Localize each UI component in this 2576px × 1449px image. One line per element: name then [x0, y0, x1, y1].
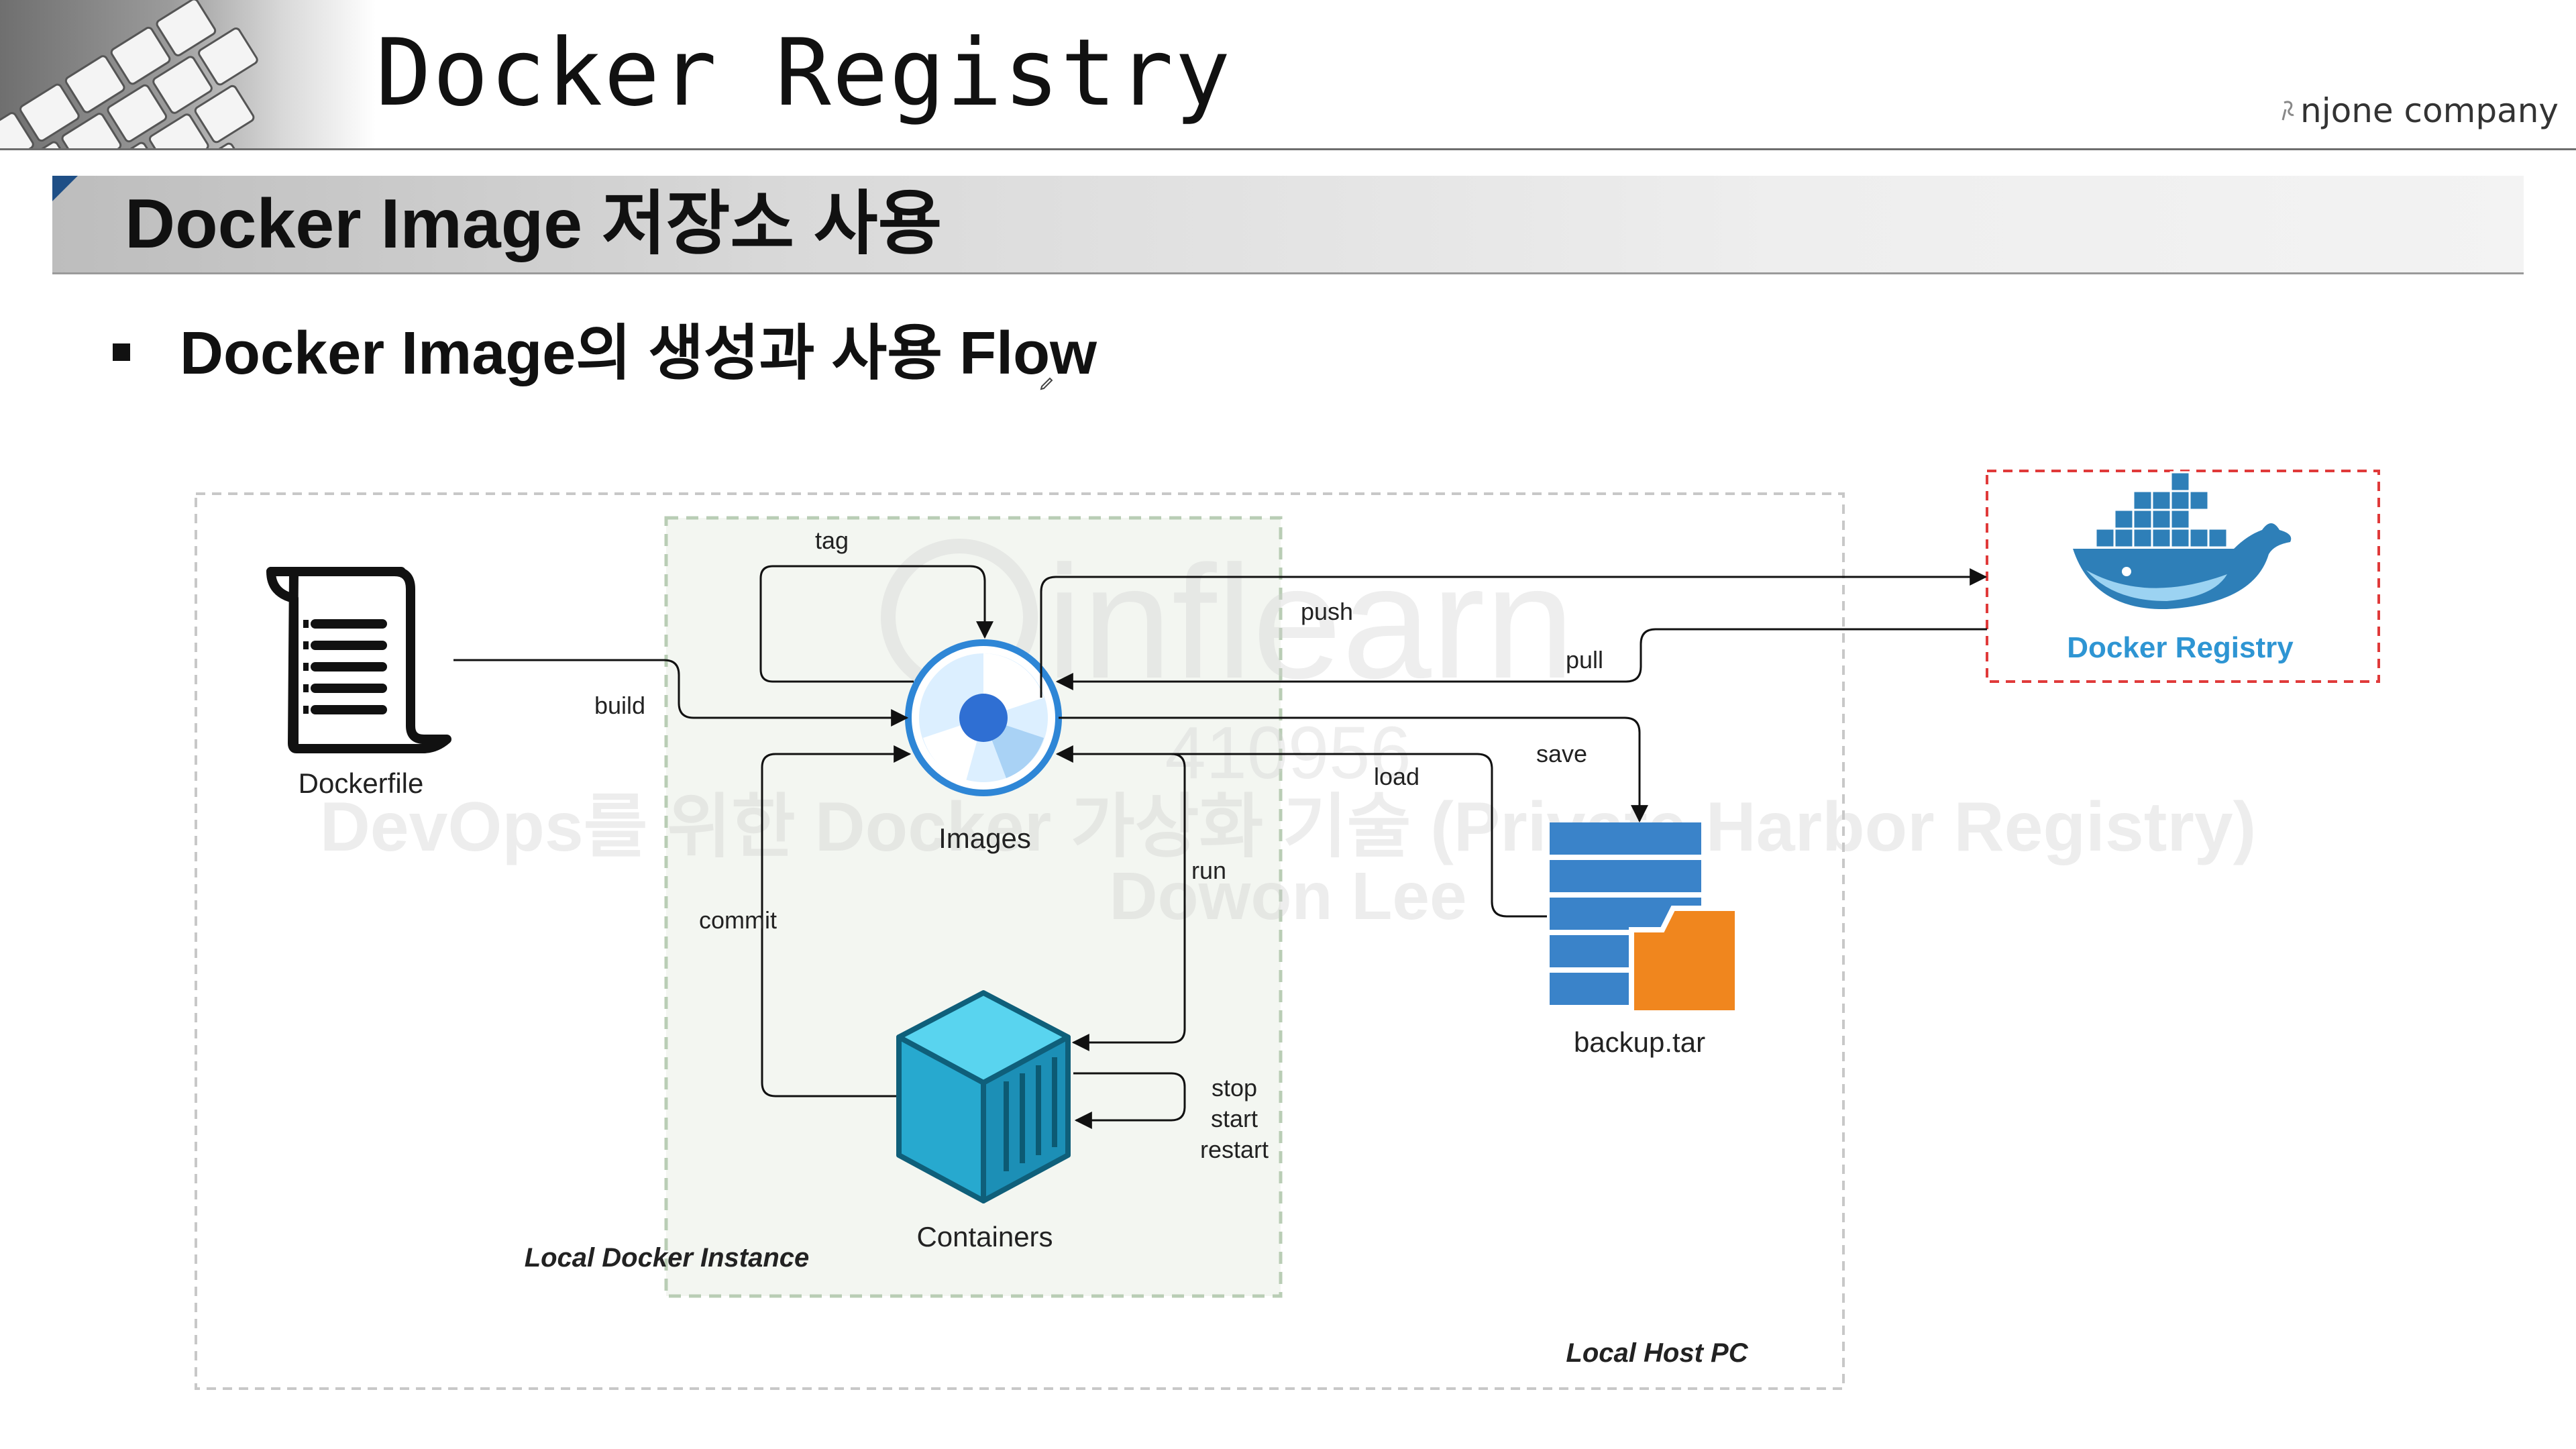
- commit-label: commit: [699, 906, 777, 934]
- header-divider: [0, 148, 2576, 150]
- load-edge: [1055, 745, 1547, 918]
- pull-edge: [1055, 628, 1987, 690]
- brand-name: njone company: [2300, 91, 2559, 130]
- docker-whale-icon: [2073, 471, 2292, 610]
- backup-stack-icon: [1550, 822, 1740, 1016]
- run-label: run: [1191, 857, 1226, 884]
- tag-edge: [759, 565, 994, 683]
- keyboard-image: [0, 0, 376, 149]
- containers-cube-icon: [896, 990, 1071, 1203]
- pull-label: pull: [1566, 646, 1603, 674]
- start-label: start: [1211, 1105, 1258, 1132]
- brand-mark-icon: [2282, 101, 2294, 121]
- build-edge: [453, 659, 909, 727]
- load-label: load: [1374, 763, 1419, 790]
- push-label: push: [1301, 598, 1353, 625]
- commit-edge: [761, 745, 912, 1097]
- section-corner-mark: [52, 176, 78, 201]
- stop-label: stop: [1212, 1074, 1257, 1102]
- bullet-text: Docker Image의 생성과 사용 Flow: [180, 320, 1097, 387]
- restart-label: restart: [1200, 1136, 1269, 1163]
- watermark-course: DevOps를 위한 Docker 가상화 기술 (Private Harbor…: [320, 788, 2257, 866]
- header-title: Docker Registry: [376, 19, 1232, 127]
- tag-label: tag: [815, 527, 849, 554]
- registry-label: Docker Registry: [2067, 631, 2294, 664]
- slide-header: Docker Registry njone company: [0, 0, 2576, 149]
- dockerfile-label: Dockerfile: [299, 767, 424, 799]
- section-divider: [52, 272, 2524, 274]
- pen-cursor-icon: [1040, 377, 1053, 390]
- run-edge: [1057, 753, 1186, 1051]
- dockerfile-scroll-icon: [266, 567, 451, 753]
- section-title: Docker Image 저장소 사용: [125, 185, 943, 263]
- backup-label: backup.tar: [1574, 1026, 1705, 1058]
- save-edge: [1059, 716, 1648, 823]
- dockerfile-bullets: [303, 620, 309, 714]
- brand-logo: njone company: [2280, 91, 2559, 130]
- containers-label: Containers: [916, 1221, 1053, 1252]
- images-disc-icon: [905, 639, 1062, 796]
- section-title-bar: [52, 176, 2524, 272]
- local-docker-instance-label: Local Docker Instance: [525, 1243, 810, 1273]
- images-label: Images: [938, 822, 1031, 854]
- lifecycle-edge: [1073, 1072, 1186, 1129]
- push-edge: [1040, 568, 1988, 698]
- save-label: save: [1536, 740, 1587, 767]
- local-host-pc-label: Local Host PC: [1566, 1338, 1748, 1368]
- bullet-marker: [113, 343, 130, 361]
- watermark-author: Dowon Lee: [1109, 859, 1466, 934]
- build-label: build: [594, 692, 645, 719]
